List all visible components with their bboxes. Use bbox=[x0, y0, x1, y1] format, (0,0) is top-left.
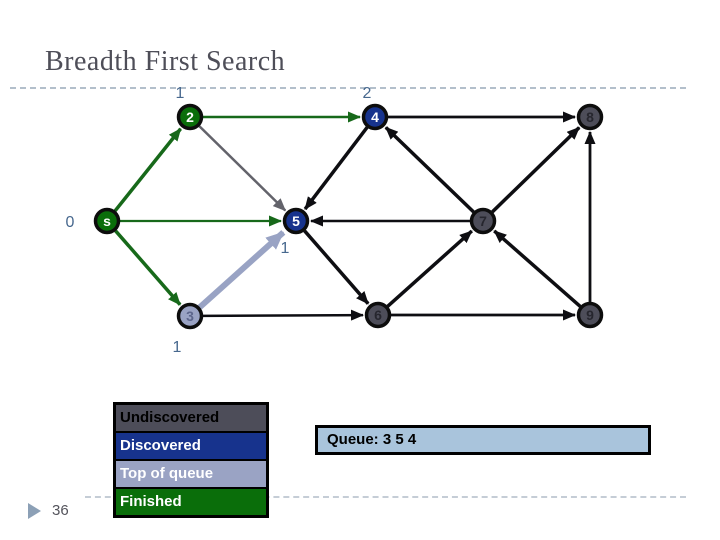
legend-item-finished: Finished bbox=[116, 489, 266, 515]
graph-node-label: 9 bbox=[586, 307, 594, 323]
graph-node-5: 5 bbox=[282, 207, 310, 235]
graph-node-label: 2 bbox=[186, 109, 194, 125]
legend-label: Discovered bbox=[120, 437, 201, 454]
title-separator-dashed-line bbox=[10, 87, 686, 89]
footer-separator-dashed-line bbox=[85, 496, 686, 498]
graph-edge-7-4 bbox=[384, 126, 475, 214]
slide-nav-arrow-icon bbox=[28, 502, 41, 519]
graph-node-2: 2 bbox=[176, 103, 204, 131]
bfs-distance-label: 1 bbox=[176, 85, 185, 102]
legend-label: Top of queue bbox=[120, 465, 214, 482]
graph-node-6: 6 bbox=[364, 301, 392, 329]
bfs-distance-label: 1 bbox=[281, 240, 290, 257]
graph-edge-3-6 bbox=[202, 309, 365, 321]
queue-status-box: Queue: 3 5 4 bbox=[315, 425, 651, 455]
graph-node-7: 7 bbox=[469, 207, 497, 235]
graph-node-8: 8 bbox=[576, 103, 604, 131]
slide-footer: 36 bbox=[28, 502, 69, 519]
graph-node-label: 6 bbox=[374, 307, 382, 323]
slide-title: Breadth First Search bbox=[45, 46, 286, 77]
node-state-legend: Undiscovered Discovered Top of queue Fin… bbox=[113, 402, 269, 518]
graph-edge-4-5 bbox=[303, 126, 369, 211]
bfs-distance-label: 1 bbox=[173, 339, 182, 356]
graph-edge-5-6 bbox=[303, 229, 370, 305]
graph-node-3: 3 bbox=[176, 302, 204, 330]
graph-edge-s-2 bbox=[113, 127, 183, 212]
graph-edge-s-3 bbox=[114, 229, 182, 306]
legend-item-undiscovered: Undiscovered bbox=[116, 405, 266, 433]
graph-node-label: 7 bbox=[479, 213, 487, 229]
legend-label: Finished bbox=[120, 493, 182, 510]
graph-node-label: 4 bbox=[371, 109, 379, 125]
legend-item-top-of-queue: Top of queue bbox=[116, 461, 266, 489]
graph-node-label: 8 bbox=[586, 109, 594, 125]
graph-node-4: 4 bbox=[361, 103, 389, 131]
queue-text: Queue: 3 5 4 bbox=[327, 431, 417, 448]
graph-edge-7-8 bbox=[491, 126, 581, 214]
legend-item-discovered: Discovered bbox=[116, 433, 266, 461]
graph-node-label: 5 bbox=[292, 213, 300, 229]
legend-label: Undiscovered bbox=[120, 409, 220, 426]
graph-node-s: s bbox=[93, 207, 121, 235]
graph-edge-9-7 bbox=[493, 229, 582, 308]
bfs-distance-label: 2 bbox=[363, 85, 372, 102]
graph-edge-3-5 bbox=[197, 230, 286, 310]
graph-node-label: 3 bbox=[186, 308, 194, 324]
graph-edge-2-5 bbox=[198, 125, 287, 212]
graph-node-9: 9 bbox=[576, 301, 604, 329]
bfs-distance-label: 0 bbox=[66, 214, 75, 231]
graph-edge-6-7 bbox=[386, 229, 473, 308]
page-number: 36 bbox=[52, 502, 69, 519]
graph-node-label: s bbox=[103, 213, 111, 229]
